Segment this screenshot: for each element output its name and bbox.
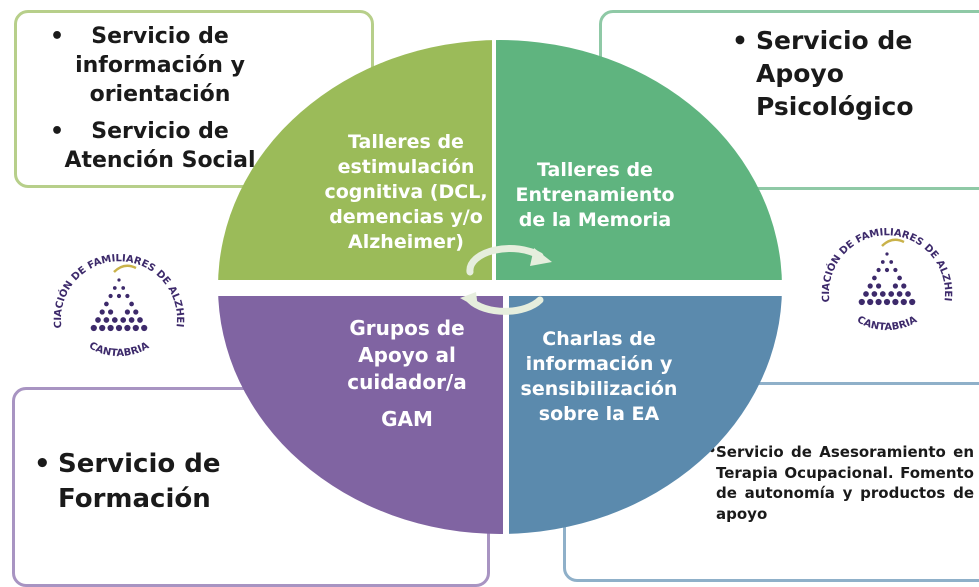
- logo-swoosh-icon: [881, 238, 905, 247]
- bottom-right-service-text: Servicio de Asesoramiento en Terapia Ocu…: [708, 442, 974, 524]
- support-groups-title: Grupos de Apoyo al cuidador/a: [347, 316, 467, 394]
- cycle-arrowheads-icon: [460, 248, 552, 308]
- quadrant-label-memory-training: Talleres de Entrenamiento de la Memoria: [515, 159, 675, 231]
- top-left-service-list: Servicio de información y orientación Se…: [50, 22, 270, 183]
- logo-swoosh-icon: [113, 264, 137, 273]
- logo-dotted-a-icon: [858, 252, 916, 306]
- service-item: Servicio de información y orientación: [50, 22, 270, 109]
- afa-cantabria-logo: ASOCIACIÓN DE FAMILIARES DE ALZHEIMER CAN…: [44, 232, 185, 359]
- top-right-service-list: Servicio de Apoyo Psicológico: [732, 24, 952, 123]
- quadrant-label-cognitive-workshops: Talleres de estimulación cognitiva (DCL,…: [324, 131, 488, 253]
- quadrant-top-right: [496, 40, 782, 280]
- bottom-left-service-list: Servicio de Formación: [34, 447, 294, 517]
- quadrant-label-info-talks: Charlas de información y sensibilización…: [520, 328, 678, 425]
- logo-bottom-text: CANTABRIA: [87, 340, 151, 359]
- central-ellipse-diagram: [218, 40, 782, 534]
- quadrant-label-support-groups: Grupos de Apoyo al cuidador/a GAM: [322, 315, 492, 433]
- afa-cantabria-logo: ASOCIACIÓN DE FAMILIARES DE ALZHEIMER CAN…: [812, 206, 953, 333]
- service-item: Servicio de Apoyo Psicológico: [732, 24, 952, 123]
- gam-label: GAM: [381, 407, 433, 431]
- logo-arc-text: ASOCIACIÓN DE FAMILIARES DE ALZHEIMER: [812, 206, 953, 303]
- service-item: Servicio de Atención Social: [50, 117, 270, 175]
- logo-bottom-text: CANTABRIA: [855, 314, 919, 333]
- service-item: Servicio de Formación: [34, 447, 294, 517]
- logo-dotted-a-icon: [90, 278, 148, 332]
- logo-arc-text: ASOCIACIÓN DE FAMILIARES DE ALZHEIMER: [44, 232, 185, 329]
